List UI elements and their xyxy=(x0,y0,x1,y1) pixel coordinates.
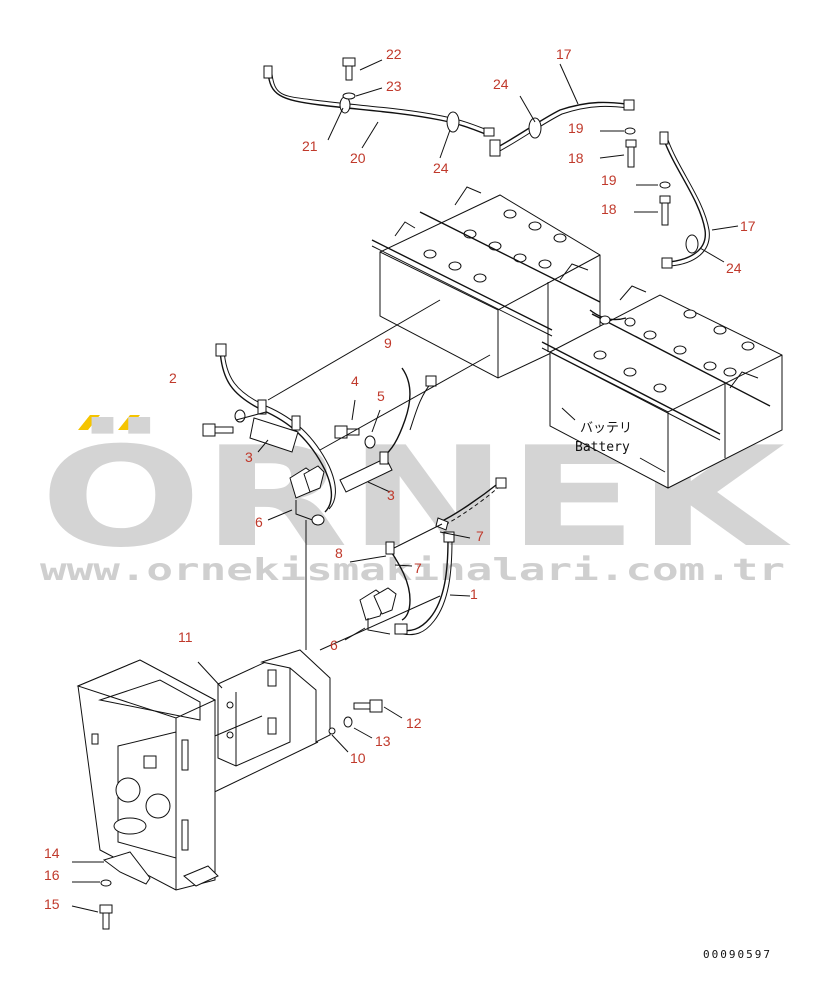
callout-17b: 17 xyxy=(740,218,756,234)
callout-11: 11 xyxy=(178,629,193,645)
cable-1-group xyxy=(305,477,507,651)
callout-21: 21 xyxy=(302,138,318,154)
battery-label: バッテリ Battery xyxy=(561,407,666,473)
callout-15: 15 xyxy=(44,896,60,912)
battery-lower xyxy=(541,285,783,489)
watermark-url: www.ornekismakinalari.com.tr xyxy=(40,553,785,588)
callout-16: 16 xyxy=(44,867,60,883)
battery-label-en: Battery xyxy=(575,440,630,455)
battery-lower-caps xyxy=(593,309,755,393)
callout-6b: 6 xyxy=(330,637,338,653)
cable-17-right xyxy=(634,131,739,269)
callout-8: 8 xyxy=(335,545,343,561)
callout-14: 14 xyxy=(44,845,60,861)
callout-24c: 24 xyxy=(726,260,742,276)
callout-22: 22 xyxy=(386,46,402,62)
callout-20: 20 xyxy=(350,150,366,166)
callout-4: 4 xyxy=(351,373,359,389)
battery-box xyxy=(71,659,219,930)
callout-18a: 18 xyxy=(568,150,584,166)
callout-10: 10 xyxy=(350,750,366,766)
callout-13: 13 xyxy=(375,733,391,749)
callout-5: 5 xyxy=(377,388,385,404)
callout-3a: 3 xyxy=(245,449,253,465)
callout-2: 2 xyxy=(169,370,177,386)
battery-label-jp: バッテリ xyxy=(580,421,632,436)
callout-6a: 6 xyxy=(255,514,263,530)
drawing-code: 00090597 xyxy=(703,948,772,961)
watermark-accent-left xyxy=(78,415,100,430)
top-cable-assembly xyxy=(263,57,495,159)
callouts: 22 23 21 20 24 24 17 19 18 19 18 17 24 9… xyxy=(44,46,756,912)
callout-7a: 7 xyxy=(476,528,484,544)
callout-12: 12 xyxy=(406,715,422,731)
cable-17-top xyxy=(489,63,637,168)
bracket-group xyxy=(195,649,403,799)
callout-3b: 3 xyxy=(387,487,395,503)
callout-9: 9 xyxy=(384,335,392,351)
callout-1: 1 xyxy=(470,586,478,602)
callout-7b: 7 xyxy=(414,560,422,576)
terminal-boot-6-upper xyxy=(267,465,325,526)
callout-19b: 19 xyxy=(601,172,617,188)
callout-23: 23 xyxy=(386,78,402,94)
callout-24a: 24 xyxy=(433,160,449,176)
callout-17a: 17 xyxy=(556,46,572,62)
cable-2-group xyxy=(202,299,491,513)
callout-24b: 24 xyxy=(493,76,509,92)
callout-19a: 19 xyxy=(568,120,584,136)
watermark-accent-right xyxy=(118,415,140,430)
battery-upper xyxy=(371,186,601,379)
callout-18b: 18 xyxy=(601,201,617,217)
